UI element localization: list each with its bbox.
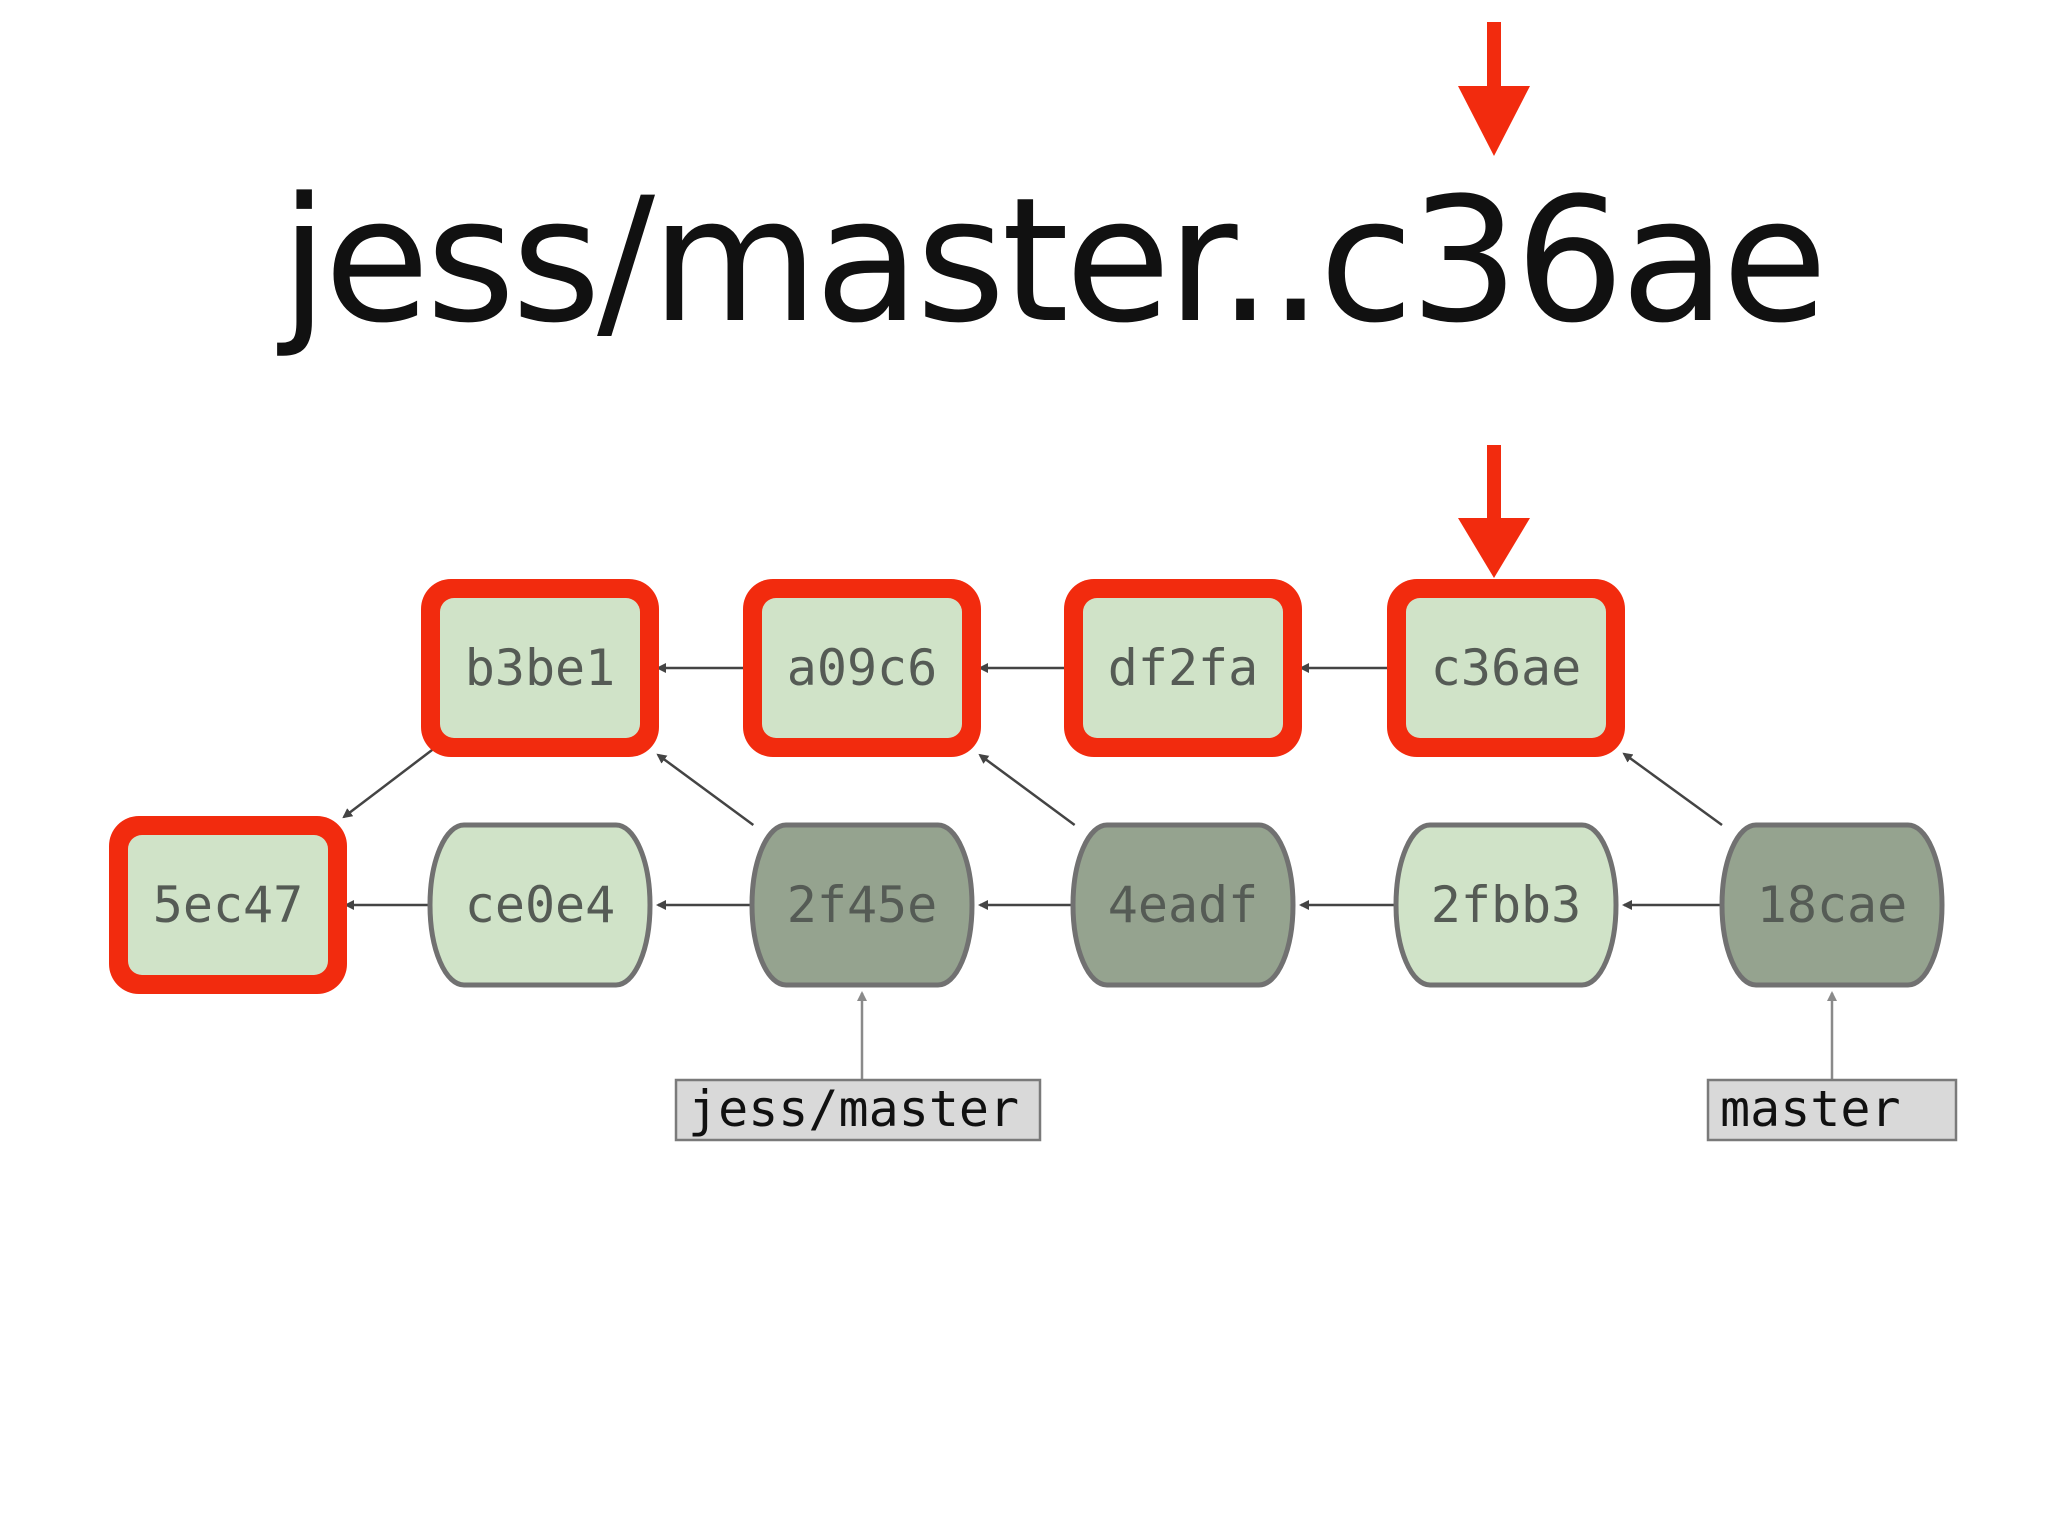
branch-refs: jess/master master <box>674 1078 1958 1142</box>
commit-body <box>427 822 653 988</box>
parent-edge-18cae-c36ae <box>1622 752 1723 827</box>
commit-body <box>1393 822 1619 988</box>
commit-body <box>1406 598 1606 738</box>
ref-master: master <box>1706 1078 1958 1142</box>
commit-node-2f45e: 2f45e <box>749 822 975 988</box>
commit-node-a09c6: a09c6 <box>743 579 981 757</box>
commit-node-4eadf: 4eadf <box>1070 822 1296 988</box>
parent-edges <box>342 663 1723 910</box>
commit-body <box>440 598 640 738</box>
range-end-marker-arrow-icon <box>1458 445 1530 578</box>
commit-body <box>1719 822 1945 988</box>
commit-node-5ec47: 5ec47 <box>109 816 347 994</box>
commit-node-df2fa: df2fa <box>1064 579 1302 757</box>
ref-box <box>674 1078 1042 1142</box>
ref-label-jess-master: jess/master <box>688 1080 1019 1138</box>
commit-label-4eadf: 4eadf <box>1108 876 1259 934</box>
commit-nodes: b3be1 a09c6 df2fa c36ae 5ec47 ce0e4 2f45e 4eadf… <box>109 579 1945 994</box>
commit-label-ce0e4: ce0e4 <box>465 876 616 934</box>
commit-node-ce0e4: ce0e4 <box>427 822 653 988</box>
commit-label-5ec47: 5ec47 <box>153 876 304 934</box>
range-markers <box>1458 445 1530 578</box>
commit-label-18cae: 18cae <box>1757 876 1908 934</box>
commit-body <box>128 835 328 975</box>
commit-label-2fbb3: 2fbb3 <box>1431 876 1582 934</box>
commit-body <box>762 598 962 738</box>
commit-label-2f45e: 2f45e <box>787 876 938 934</box>
commit-body <box>749 822 975 988</box>
commit-node-18cae: 18cae <box>1719 822 1945 988</box>
parent-edge-2f45e-b3be1 <box>656 753 755 827</box>
title-marker-arrow-icon <box>1458 22 1530 156</box>
parent-edge-b3be1-5ec47 <box>342 747 436 819</box>
range-expression-title: jess/master..c36ae <box>276 160 1824 361</box>
ref-label-master: master <box>1720 1080 1901 1138</box>
ref-box <box>1706 1078 1958 1142</box>
commit-label-a09c6: a09c6 <box>787 639 938 697</box>
ref-jess-master: jess/master <box>674 1078 1042 1142</box>
commit-node-2fbb3: 2fbb3 <box>1393 822 1619 988</box>
commit-node-b3be1: b3be1 <box>421 579 659 757</box>
commit-label-b3be1: b3be1 <box>465 639 616 697</box>
commit-label-c36ae: c36ae <box>1431 639 1582 697</box>
commit-body <box>1070 822 1296 988</box>
commit-node-c36ae: c36ae <box>1387 579 1625 757</box>
parent-edge-4eadf-a09c6 <box>978 753 1076 827</box>
ref-pointer-edges <box>857 991 1837 1080</box>
commit-label-df2fa: df2fa <box>1108 639 1259 697</box>
commit-body <box>1083 598 1283 738</box>
